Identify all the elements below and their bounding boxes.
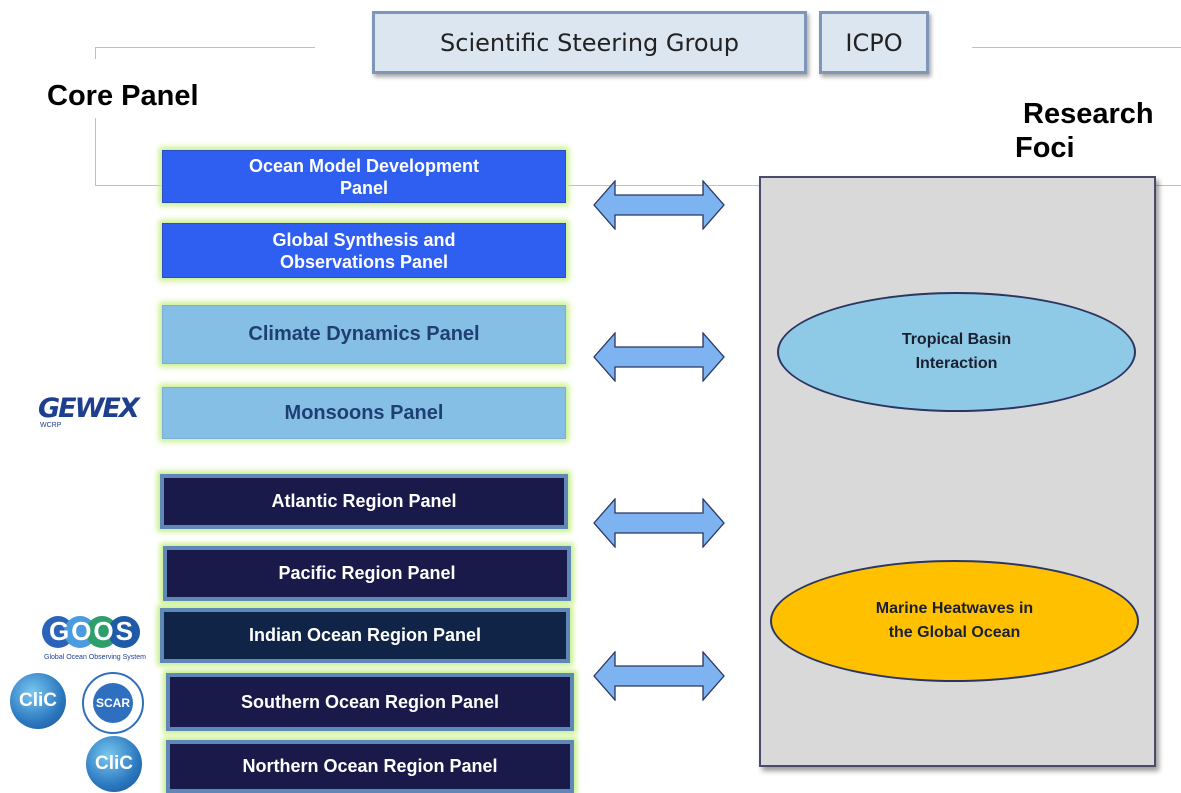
- clic-logo-1: CliC: [10, 673, 66, 729]
- ocean-model-line2: Panel: [339, 177, 389, 198]
- northern-ocean-region-panel: Northern Ocean Region Panel: [166, 740, 574, 793]
- marine-heatwaves-line1: Marine Heatwaves in: [875, 600, 1034, 617]
- tropical-basin-interaction-ellipse: Tropical Basin Interaction: [777, 292, 1136, 412]
- double-arrow-4: [593, 651, 725, 701]
- clic-logo-2: CliC: [86, 736, 142, 792]
- double-arrow-1: [593, 180, 725, 230]
- icpo-label: ICPO: [845, 28, 903, 57]
- connector-line-left-vertical: [95, 118, 96, 185]
- connector-line-left-stub: [95, 47, 96, 59]
- monsoons-panel: Monsoons Panel: [162, 387, 566, 439]
- gewex-logo-subtext: WCRP: [40, 422, 62, 429]
- scar-logo: SCAR: [82, 672, 144, 734]
- monsoons-label: Monsoons Panel: [284, 401, 444, 424]
- tropical-basin-line2: Interaction: [915, 355, 998, 372]
- southern-ocean-region-label: Southern Ocean Region Panel: [240, 691, 500, 712]
- goos-logo-caption: Global Ocean Observing System: [44, 654, 146, 661]
- goos-logo: GOOS Global Ocean Observing System: [40, 612, 150, 666]
- research-foci-heading-line1: Research: [1023, 98, 1154, 130]
- tropical-basin-line1: Tropical Basin: [901, 331, 1012, 348]
- core-panel-heading: Core Panel: [47, 80, 199, 112]
- southern-ocean-region-panel: Southern Ocean Region Panel: [166, 673, 574, 731]
- double-arrow-2: [593, 332, 725, 382]
- ocean-model-line1: Ocean Model Development: [248, 155, 480, 176]
- scientific-steering-group-label: Scientific Steering Group: [440, 28, 739, 57]
- marine-heatwaves-line2: the Global Ocean: [888, 624, 1021, 641]
- climate-dynamics-label: Climate Dynamics Panel: [248, 323, 480, 345]
- goos-logo-text: GOOS: [48, 616, 135, 646]
- global-synthesis-line2: Observations Panel: [279, 251, 449, 272]
- indian-ocean-region-panel: Indian Ocean Region Panel: [160, 608, 570, 663]
- clic-logo-2-text: CliC: [95, 753, 133, 774]
- marine-heatwaves-ellipse: Marine Heatwaves in the Global Ocean: [770, 560, 1139, 682]
- northern-ocean-region-label: Northern Ocean Region Panel: [242, 756, 498, 776]
- gewex-logo-text: GEWEX: [38, 393, 140, 424]
- double-arrow-3: [593, 498, 725, 548]
- scar-logo-inner: SCAR: [93, 683, 133, 723]
- scientific-steering-group-box: Scientific Steering Group: [372, 11, 807, 74]
- gewex-logo: GEWEX WCRP: [38, 393, 158, 432]
- atlantic-region-panel: Atlantic Region Panel: [160, 474, 568, 529]
- clic-logo-1-text: CliC: [19, 690, 57, 711]
- indian-ocean-region-label: Indian Ocean Region Panel: [248, 625, 482, 645]
- global-synthesis-line1: Global Synthesis and: [272, 229, 456, 250]
- scar-logo-text: SCAR: [95, 696, 130, 710]
- connector-line-top-right: [972, 47, 1181, 48]
- goos-logo-graphic: [42, 616, 140, 648]
- icpo-box: ICPO: [819, 11, 929, 74]
- atlantic-region-label: Atlantic Region Panel: [271, 491, 457, 511]
- connector-line-left-bottom: [95, 185, 170, 186]
- global-synthesis-panel: Global Synthesis and Observations Panel: [162, 223, 566, 278]
- ocean-model-development-panel: Ocean Model Development Panel: [162, 150, 566, 203]
- pacific-region-label: Pacific Region Panel: [278, 563, 456, 583]
- research-foci-heading-line2: Foci: [1015, 132, 1075, 164]
- pacific-region-panel: Pacific Region Panel: [163, 546, 571, 601]
- climate-dynamics-panel: Climate Dynamics Panel: [162, 305, 566, 364]
- connector-line-top-left: [95, 47, 315, 48]
